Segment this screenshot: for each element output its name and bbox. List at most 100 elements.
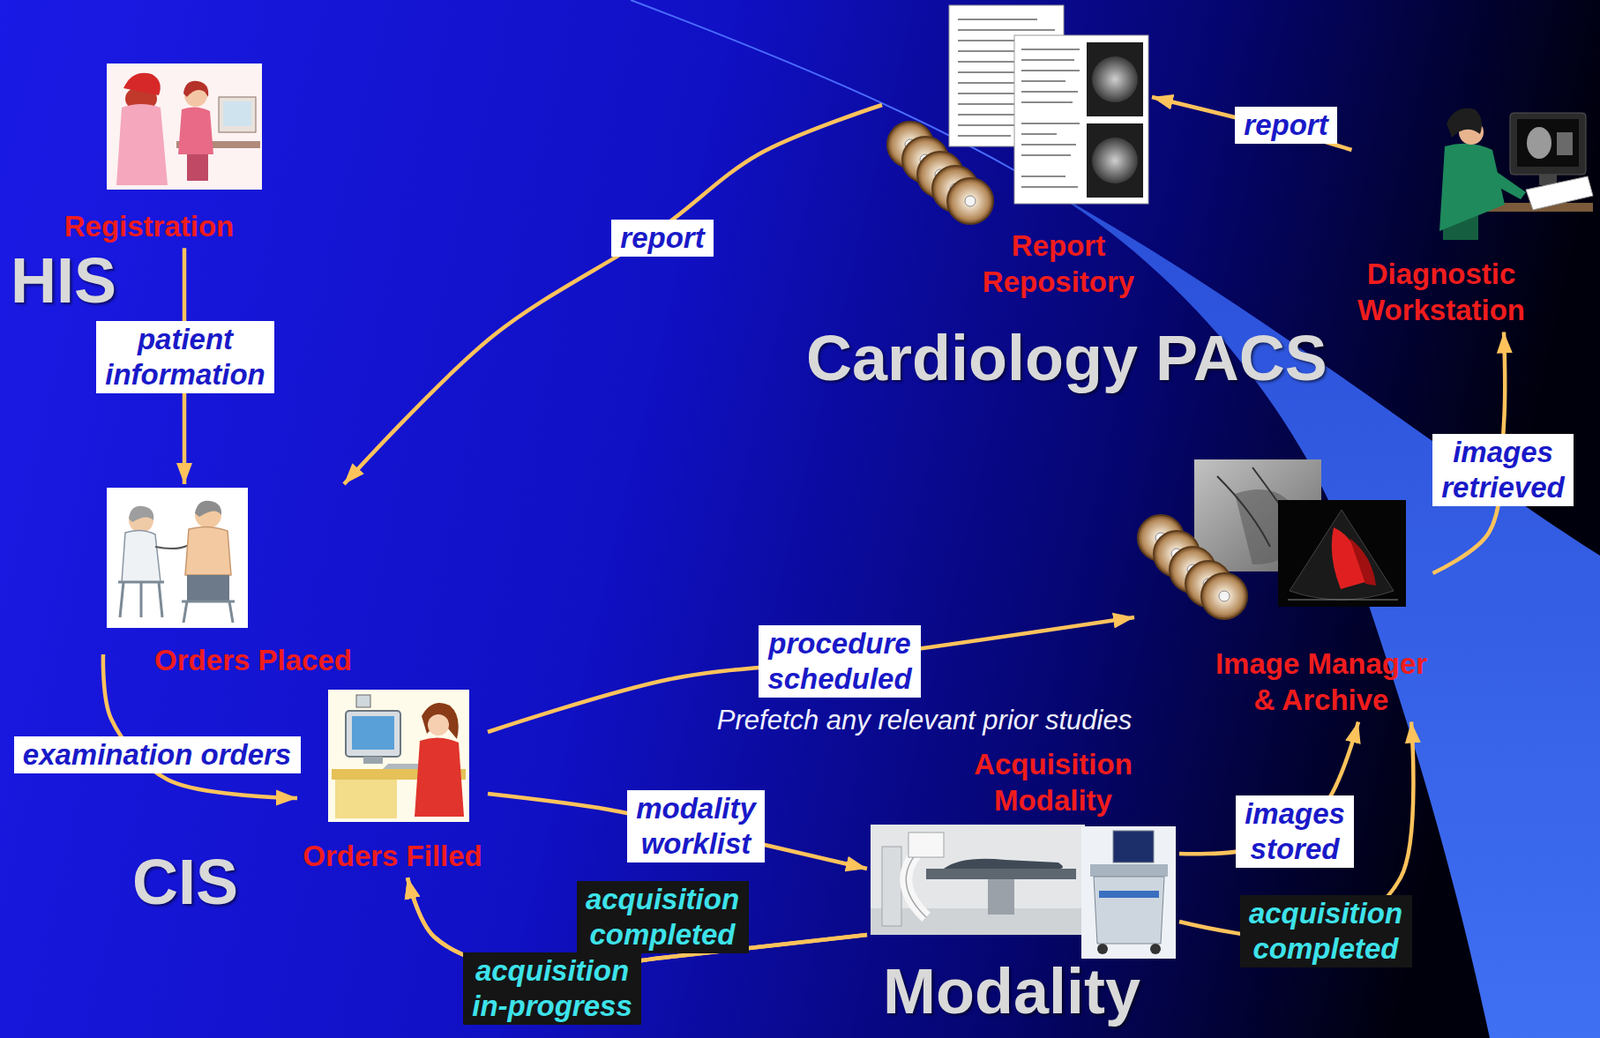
monitor-base: [363, 756, 383, 764]
registration-icon: [106, 63, 262, 190]
system-node: Orders Placed: [103, 484, 358, 682]
flow-label: acquisition completed: [1240, 895, 1413, 969]
section-label: HIS: [10, 248, 117, 313]
flow-label-anchor: acquisition completed: [576, 881, 749, 955]
screen-image: [1526, 127, 1552, 159]
patient-torso: [185, 526, 232, 576]
node-label: Acquisition Modality: [971, 746, 1135, 820]
reader-arm: [1485, 167, 1526, 200]
system-node: Acquisition Modality: [867, 742, 1180, 963]
doctor-hair: [128, 506, 154, 523]
label-anchor: Modality: [882, 959, 1141, 1024]
flow-label-anchor: acquisition completed: [1240, 895, 1413, 969]
flow-arrow: [343, 104, 883, 485]
section-label: Modality: [882, 959, 1141, 1024]
flow-label-anchor: report: [1234, 106, 1338, 144]
echo-ground: [1081, 826, 1176, 959]
visitor-hat: [123, 73, 161, 96]
flow-label-anchor: procedure scheduled: [758, 625, 921, 699]
echo-cart: [1093, 876, 1165, 944]
section-label: CIS: [132, 850, 239, 914]
label-anchor: CIS: [132, 850, 239, 914]
echo-scale: [1287, 599, 1399, 601]
system-node: Registration: [59, 59, 267, 248]
workstation-icon: [1439, 108, 1593, 240]
patient: [943, 859, 1063, 869]
echo-image: [1278, 500, 1406, 607]
angio-image: [1091, 137, 1138, 184]
flow-label: acquisition in-progress: [463, 952, 642, 1026]
wheel: [1150, 943, 1161, 955]
cd-disc: [947, 178, 994, 225]
chair: [118, 582, 165, 618]
flow-label-anchor: images stored: [1235, 795, 1354, 869]
flow-label-anchor: report: [611, 219, 714, 257]
node-label: Registration: [62, 208, 237, 245]
clerk-body: [178, 106, 214, 155]
screen: [351, 716, 395, 750]
section-label: Cardiology PACS: [806, 326, 1328, 390]
screen: [223, 101, 252, 127]
angio-frame: [1086, 123, 1144, 198]
report-repository-icon: [887, 5, 1149, 225]
clerk-legs: [186, 154, 209, 181]
floor: [870, 908, 1085, 935]
detector: [908, 832, 944, 858]
angio-image: [1091, 56, 1138, 103]
echo-fan: [1289, 509, 1394, 600]
label-anchor: HIS: [10, 248, 117, 313]
icon-ground: [328, 689, 470, 823]
echo-accent: [1099, 890, 1159, 898]
monitor: [218, 97, 256, 133]
flow-label: acquisition completed: [576, 881, 749, 955]
phone: [356, 695, 371, 708]
flow-label: modality worklist: [627, 790, 765, 864]
desk-front: [335, 779, 397, 819]
reader-body: [1439, 143, 1505, 232]
flow-label: procedure scheduled: [758, 625, 921, 699]
wheel: [1097, 943, 1108, 955]
monitor: [1510, 112, 1586, 175]
pedestal: [987, 879, 1015, 915]
label-anchor: Prefetch any relevant prior studies: [717, 704, 1132, 737]
column: [882, 846, 902, 927]
node-label: Orders Placed: [152, 642, 354, 679]
system-node: Report Repository: [882, 1, 1152, 305]
table: [926, 868, 1077, 880]
flow-arrow: [1151, 97, 1353, 150]
screen: [1517, 119, 1579, 167]
patient-hair: [194, 500, 222, 517]
angio-frame: [1086, 42, 1144, 117]
doctor-coat: [121, 530, 161, 583]
reader-hair: [1446, 108, 1482, 138]
chair: [181, 601, 235, 623]
clerk-dress: [414, 737, 464, 817]
orders-filled-icon: [328, 689, 470, 823]
patient-legs: [186, 575, 230, 602]
flow-label: examination orders: [14, 736, 301, 774]
node-label: Image Manager & Archive: [1213, 645, 1430, 719]
clerk-hair: [183, 81, 209, 98]
node-label: Diagnostic Workstation: [1355, 255, 1528, 329]
flow-label: images retrieved: [1432, 433, 1574, 508]
flow-label: report: [1234, 106, 1338, 144]
echo-panel: [1090, 864, 1168, 877]
system-node: Diagnostic Workstation: [1352, 103, 1598, 333]
report-page: [1014, 35, 1149, 204]
orders-placed-icon: [106, 487, 248, 629]
clerk-hair: [421, 702, 459, 740]
note-label: Prefetch any relevant prior studies: [717, 704, 1132, 737]
flow-label-anchor: modality worklist: [627, 790, 765, 864]
icon-ground: [106, 63, 262, 190]
flow-label-anchor: acquisition in-progress: [463, 952, 642, 1026]
system-node: Image Manager & Archive: [1134, 456, 1434, 723]
echo-screen: [1113, 830, 1154, 863]
flow-label: images stored: [1235, 795, 1354, 869]
modality-icon: [870, 824, 1176, 959]
system-node: Orders Filled: [297, 686, 488, 878]
node-label: Orders Filled: [300, 837, 485, 875]
cath-lab-ground: [870, 824, 1085, 935]
paper: [1525, 176, 1593, 210]
